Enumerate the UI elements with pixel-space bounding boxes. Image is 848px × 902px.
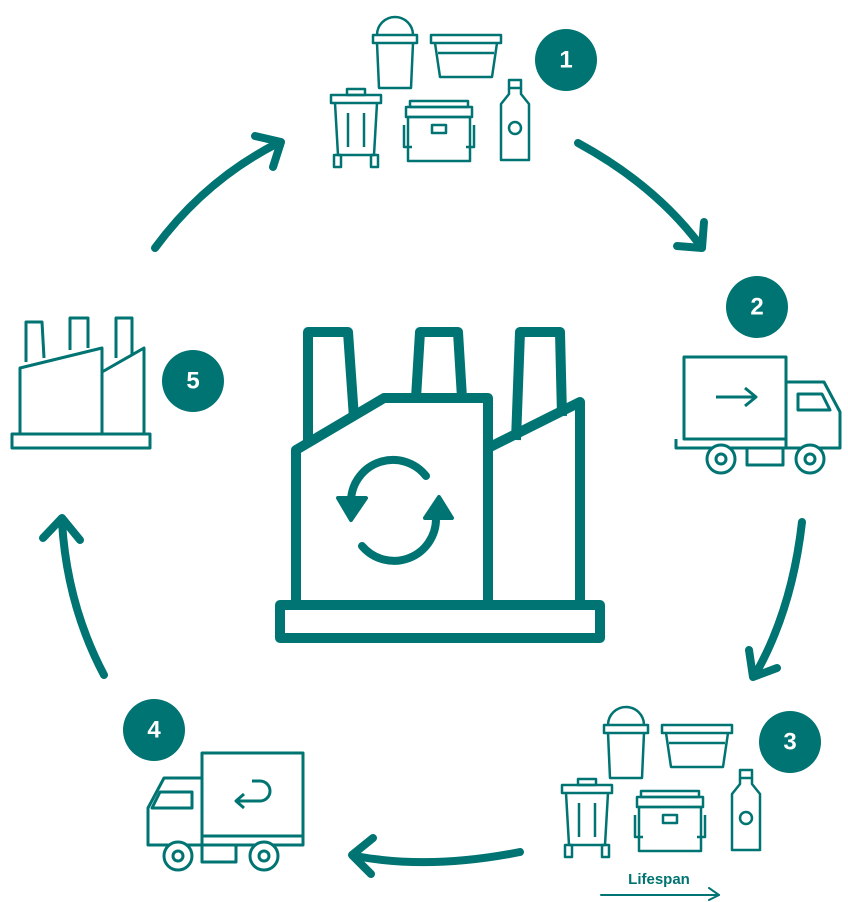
recycle-arrows-icon <box>336 455 454 565</box>
arrow-3-to-4 <box>348 834 524 878</box>
lifespan-label: Lifespan <box>628 871 690 888</box>
step-2-number: 2 <box>750 294 763 321</box>
step-4-number: 4 <box>147 717 161 744</box>
step-1-badge: 1 <box>535 29 597 91</box>
arrow-5-to-1 <box>151 132 285 252</box>
factory-icon <box>10 316 152 450</box>
step-2-badge: 2 <box>726 276 788 338</box>
step-3-products-icon <box>562 707 760 857</box>
step-4-badge: 4 <box>123 699 185 761</box>
step-1-products-icon <box>331 17 529 167</box>
arrow-4-to-5 <box>39 514 108 679</box>
step-5-badge: 5 <box>162 350 224 412</box>
return-truck-icon <box>146 751 305 872</box>
step-3-badge: 3 <box>759 711 821 773</box>
delivery-truck-icon <box>674 355 842 475</box>
step-5-number: 5 <box>186 368 199 395</box>
arrow-2-to-3 <box>745 518 806 681</box>
arrow-1-to-2 <box>574 139 708 252</box>
lifespan-arrow-icon <box>600 887 720 901</box>
step-3-number: 3 <box>783 729 796 756</box>
recycling-factory-icon <box>275 327 605 643</box>
step-1-number: 1 <box>559 47 572 74</box>
